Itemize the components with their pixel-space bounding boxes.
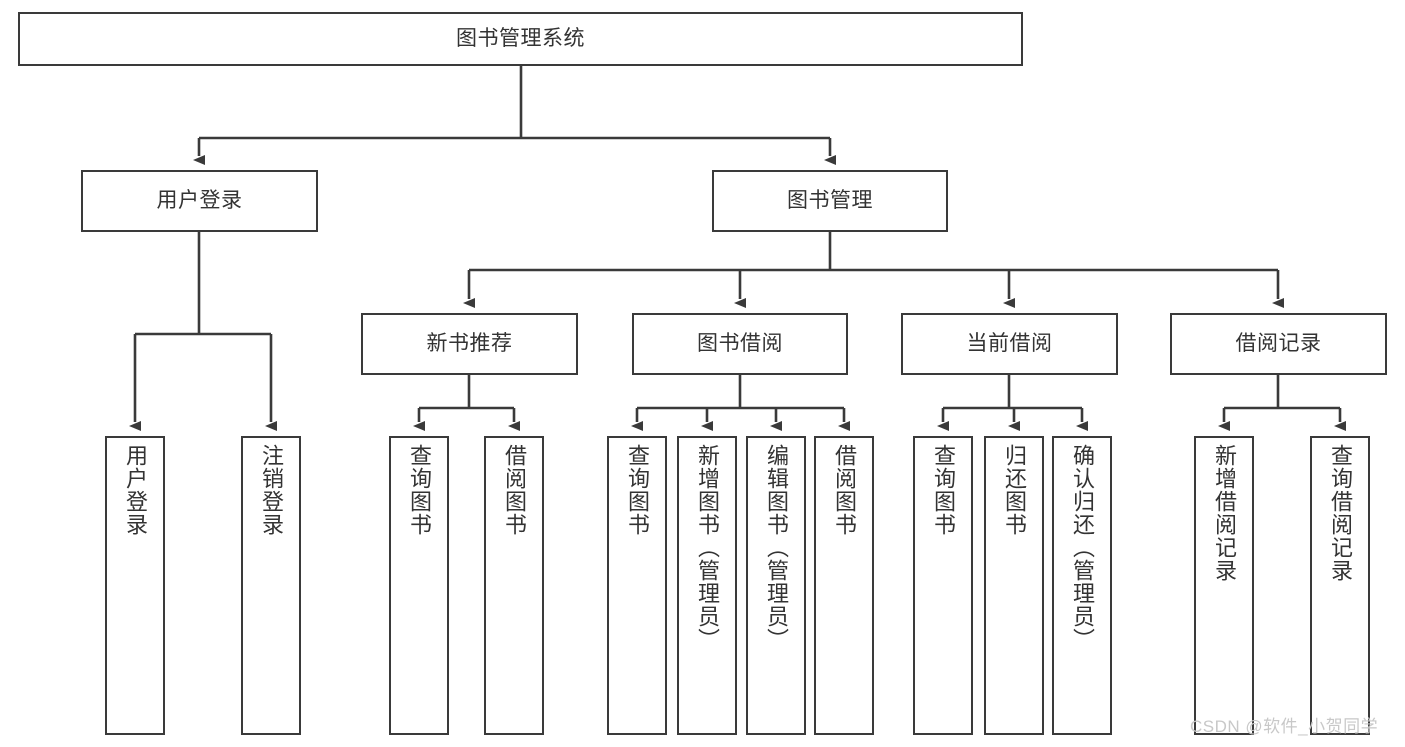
node-label: 查询图书 (931, 444, 956, 536)
node-label: 查询借阅记录 (1328, 444, 1353, 582)
node-label: 查询图书 (407, 444, 432, 536)
leaf-node[interactable]: 用户登录 (105, 436, 165, 735)
node-label: 借阅图书 (832, 444, 857, 536)
node-label: 归还图书 (1002, 444, 1027, 536)
level2-node[interactable]: 图书管理 (712, 170, 948, 232)
node-label: 当前借阅 (966, 332, 1053, 356)
leaf-node[interactable]: 查询借阅记录 (1310, 436, 1370, 735)
level3-node[interactable]: 当前借阅 (901, 313, 1118, 375)
level3-node[interactable]: 图书借阅 (632, 313, 848, 375)
root-node[interactable]: 图书管理系统 (18, 12, 1023, 66)
level3-node[interactable]: 新书推荐 (361, 313, 578, 375)
leaf-node[interactable]: 借阅图书 (484, 436, 544, 735)
node-label: 图书管理系统 (456, 27, 585, 51)
node-label: 新增图书（管理员） (695, 444, 720, 651)
node-label: 用户登录 (123, 444, 148, 536)
node-label: 借阅图书 (502, 444, 527, 536)
watermark: CSDN @软件_小贺同学 (1190, 717, 1379, 736)
level3-node[interactable]: 借阅记录 (1170, 313, 1387, 375)
node-label: 注销登录 (259, 444, 284, 536)
leaf-node[interactable]: 查询图书 (913, 436, 973, 735)
leaf-node[interactable]: 归还图书 (984, 436, 1044, 735)
node-label: 用户登录 (156, 189, 243, 213)
leaf-node[interactable]: 编辑图书（管理员） (746, 436, 806, 735)
node-label: 确认归还（管理员） (1070, 444, 1095, 651)
node-label: 新书推荐 (426, 332, 513, 356)
node-label: 编辑图书（管理员） (764, 444, 789, 651)
leaf-node[interactable]: 查询图书 (607, 436, 667, 735)
node-label: 图书借阅 (697, 332, 783, 356)
leaf-node[interactable]: 借阅图书 (814, 436, 874, 735)
node-label: 新增借阅记录 (1212, 444, 1237, 582)
level2-node[interactable]: 用户登录 (81, 170, 318, 232)
node-label: 图书管理 (787, 189, 873, 213)
leaf-node[interactable]: 确认归还（管理员） (1052, 436, 1112, 735)
leaf-node[interactable]: 新增借阅记录 (1194, 436, 1254, 735)
node-label: 借阅记录 (1235, 332, 1322, 356)
leaf-node[interactable]: 查询图书 (389, 436, 449, 735)
node-label: 查询图书 (625, 444, 650, 536)
leaf-node[interactable]: 注销登录 (241, 436, 301, 735)
leaf-node[interactable]: 新增图书（管理员） (677, 436, 737, 735)
